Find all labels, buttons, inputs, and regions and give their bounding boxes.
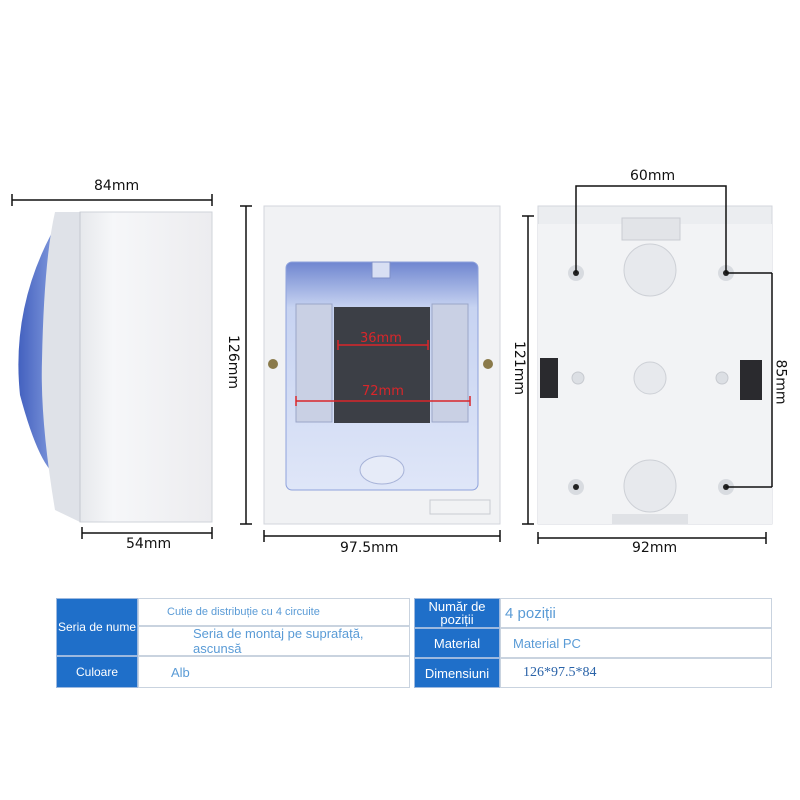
- side-view: [18, 211, 213, 523]
- material-value: Material PC: [500, 628, 772, 658]
- dimensions-label: Dimensiuni: [414, 658, 500, 688]
- back-height-label: 121mm: [511, 341, 527, 395]
- side-depth-label: 54mm: [126, 536, 172, 552]
- material-label: Material: [414, 628, 500, 658]
- series-value-1: Cutie de distribuție cu 4 circuite: [138, 598, 410, 626]
- front-height-label: 126mm: [225, 335, 241, 389]
- color-value: Alb: [138, 656, 410, 688]
- back-view: [537, 205, 773, 525]
- back-hole-spacing-label: 60mm: [630, 168, 676, 184]
- back-width-label: 92mm: [632, 540, 678, 556]
- front-view: [263, 205, 501, 525]
- side-width-label: 84mm: [94, 178, 140, 194]
- front-width-label: 97.5mm: [340, 540, 399, 556]
- inner-top-label: 36mm: [360, 331, 402, 346]
- color-label: Culoare: [56, 656, 138, 688]
- positions-label: Număr de poziții: [414, 598, 500, 628]
- inner-bottom-label: 72mm: [362, 384, 404, 399]
- spec-table: Seria de nume Cutie de distribuție cu 4 …: [56, 598, 772, 688]
- back-hole-vertical-label: 85mm: [772, 359, 789, 405]
- series-value-2: Seria de montaj pe suprafață, ascunsă: [138, 626, 410, 656]
- dimensions-value: 126*97.5*84: [500, 658, 772, 688]
- positions-value: 4 poziții: [500, 598, 772, 628]
- series-label: Seria de nume: [56, 598, 138, 656]
